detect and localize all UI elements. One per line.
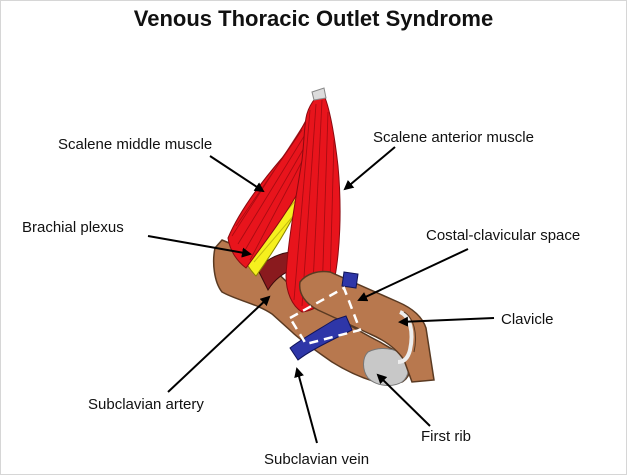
label-subclavian-vein: Subclavian vein xyxy=(264,451,369,468)
arrow-scalene-middle xyxy=(210,156,263,191)
label-scalene-anterior-muscle: Scalene anterior muscle xyxy=(373,129,534,146)
label-costal-clavicular-space: Costal-clavicular space xyxy=(426,227,580,244)
arrow-costal-clavicular xyxy=(359,249,468,300)
muscle-tendon-tip xyxy=(312,88,326,100)
arrow-scalene-anterior xyxy=(345,147,395,189)
label-first-rib: First rib xyxy=(421,428,471,445)
label-scalene-middle-muscle: Scalene middle muscle xyxy=(58,136,212,153)
arrow-subclavian-artery xyxy=(168,297,269,392)
arrow-subclavian-vein xyxy=(297,369,317,443)
label-subclavian-artery: Subclavian artery xyxy=(88,396,204,413)
arrow-first-rib xyxy=(378,375,430,426)
label-brachial-plexus: Brachial plexus xyxy=(22,219,124,236)
label-clavicle: Clavicle xyxy=(501,311,554,328)
